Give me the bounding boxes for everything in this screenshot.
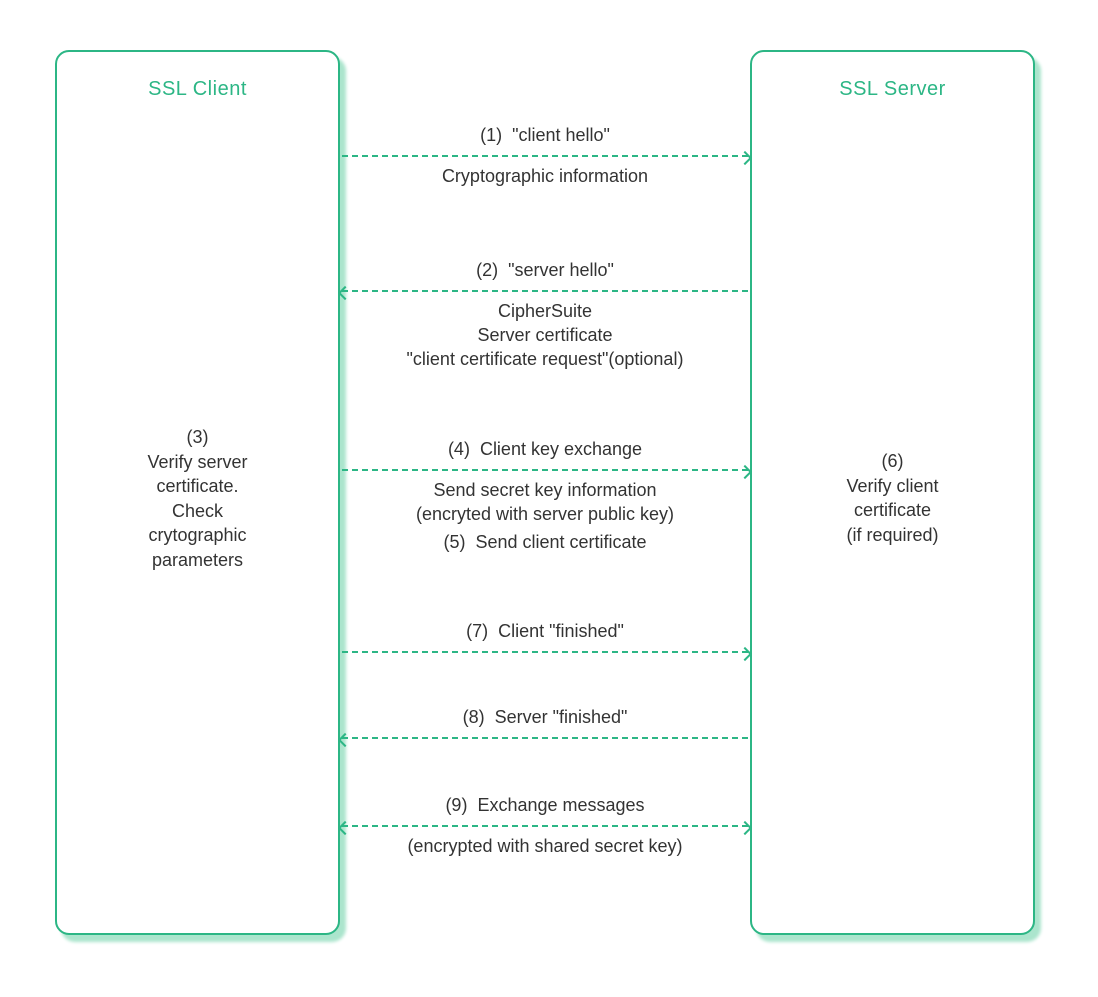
- ssl-server-note: (6) Verify client certificate (if requir…: [846, 451, 939, 545]
- message-9-arrow: [337, 820, 753, 836]
- message-4-label: (4) Client key exchange: [447, 439, 643, 459]
- ssl-server-box: SSL Server (6) Verify client certificate…: [750, 50, 1035, 935]
- arrowhead-right-icon: [737, 150, 753, 166]
- message-5-label: (5) Send client certificate: [443, 532, 647, 552]
- arrowhead-right-icon: [737, 464, 753, 480]
- message-1: (1) "client hello" Cryptographic informa…: [340, 122, 753, 188]
- message-1-arrow: [342, 150, 753, 166]
- message-2-label: (2) "server hello": [476, 260, 614, 280]
- message-lane: (1) "client hello" Cryptographic informa…: [337, 0, 753, 997]
- message-5: (5) Send client certificate: [340, 529, 750, 555]
- message-7: (7) Client "finished": [340, 618, 753, 662]
- message-7-arrow: [342, 646, 753, 662]
- message-2-arrow: [337, 285, 748, 301]
- message-9-sublabel: (encrypted with shared secret key): [407, 836, 683, 856]
- arrowhead-left-icon: [337, 820, 353, 836]
- ssl-client-box: SSL Client (3) Verify server certificate…: [55, 50, 340, 935]
- message-4-arrow: [342, 464, 753, 480]
- message-9-label: (9) Exchange messages: [445, 795, 645, 815]
- message-2-sublabel: CipherSuite Server certificate "client c…: [406, 301, 684, 369]
- message-8: (8) Server "finished": [337, 704, 750, 748]
- message-8-arrow: [337, 732, 748, 748]
- ssl-client-note: (3) Verify server certificate. Check cry…: [147, 427, 248, 570]
- message-1-label: (1) "client hello": [480, 125, 610, 145]
- arrowhead-right-icon: [737, 646, 753, 662]
- message-4-sublabel: Send secret key information (encryted wi…: [415, 480, 675, 524]
- arrowhead-left-icon: [337, 732, 353, 748]
- message-1-sublabel: Cryptographic information: [441, 166, 649, 186]
- message-8-label: (8) Server "finished": [462, 707, 628, 727]
- ssl-server-title: SSL Server: [839, 78, 946, 100]
- message-9: (9) Exchange messages (encrypted with sh…: [337, 792, 753, 858]
- arrowhead-right-icon: [737, 820, 753, 836]
- message-7-label: (7) Client "finished": [466, 621, 624, 641]
- message-4: (4) Client key exchange Send secret key …: [340, 436, 753, 526]
- message-2: (2) "server hello" CipherSuite Server ce…: [337, 257, 750, 371]
- ssl-client-title: SSL Client: [148, 78, 247, 100]
- arrowhead-left-icon: [337, 285, 353, 301]
